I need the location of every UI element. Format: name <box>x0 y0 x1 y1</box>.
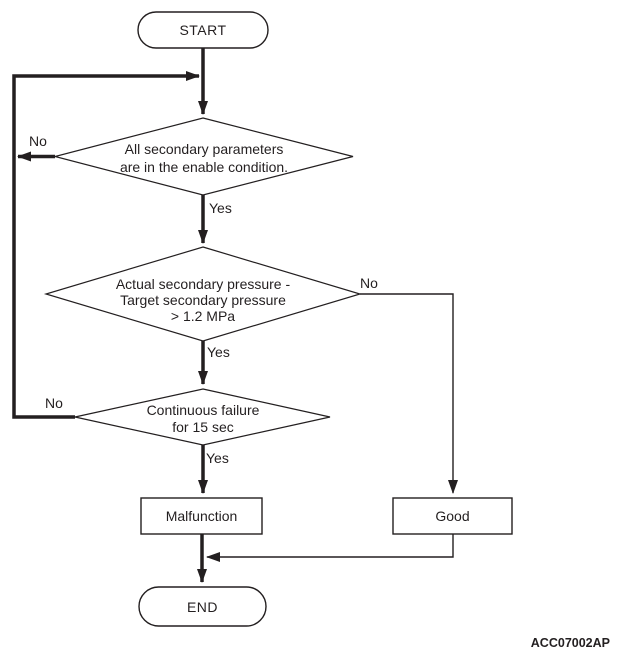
decision-enable-text: All secondary parameters are in the enab… <box>119 141 289 175</box>
decision-failure-text: Continuous failure for 15 sec <box>146 402 260 435</box>
decision-pressure-shape <box>43 246 363 342</box>
decision-enable-yes-label: Yes <box>209 200 232 216</box>
decision-failure-shape <box>74 388 331 446</box>
start-node-label: START <box>179 22 227 38</box>
figure-code: ACC07002AP <box>530 636 610 650</box>
connector-pressure-no <box>360 293 458 494</box>
decision-failure-no-label: No <box>45 395 63 411</box>
end-node-label: END <box>186 598 219 615</box>
decision-enable-shape <box>52 117 354 196</box>
decision-failure-yes-label: Yes <box>206 450 229 466</box>
decision-pressure-text: Actual secondary pressure - Target secon… <box>115 276 291 324</box>
connector-good-merge <box>206 534 454 562</box>
malfunction-node-shape <box>140 497 263 535</box>
good-node-shape <box>392 497 513 535</box>
decision-enable-no-label: No <box>29 133 47 149</box>
decision-pressure-no-label: No <box>360 275 378 291</box>
end-node-shape <box>138 586 267 627</box>
start-node-shape <box>137 11 269 49</box>
connector-loop-retry <box>12 71 200 419</box>
malfunction-node-label: Malfunction <box>165 508 238 524</box>
good-node-label: Good <box>435 508 470 524</box>
decision-pressure-yes-label: Yes <box>207 344 230 360</box>
